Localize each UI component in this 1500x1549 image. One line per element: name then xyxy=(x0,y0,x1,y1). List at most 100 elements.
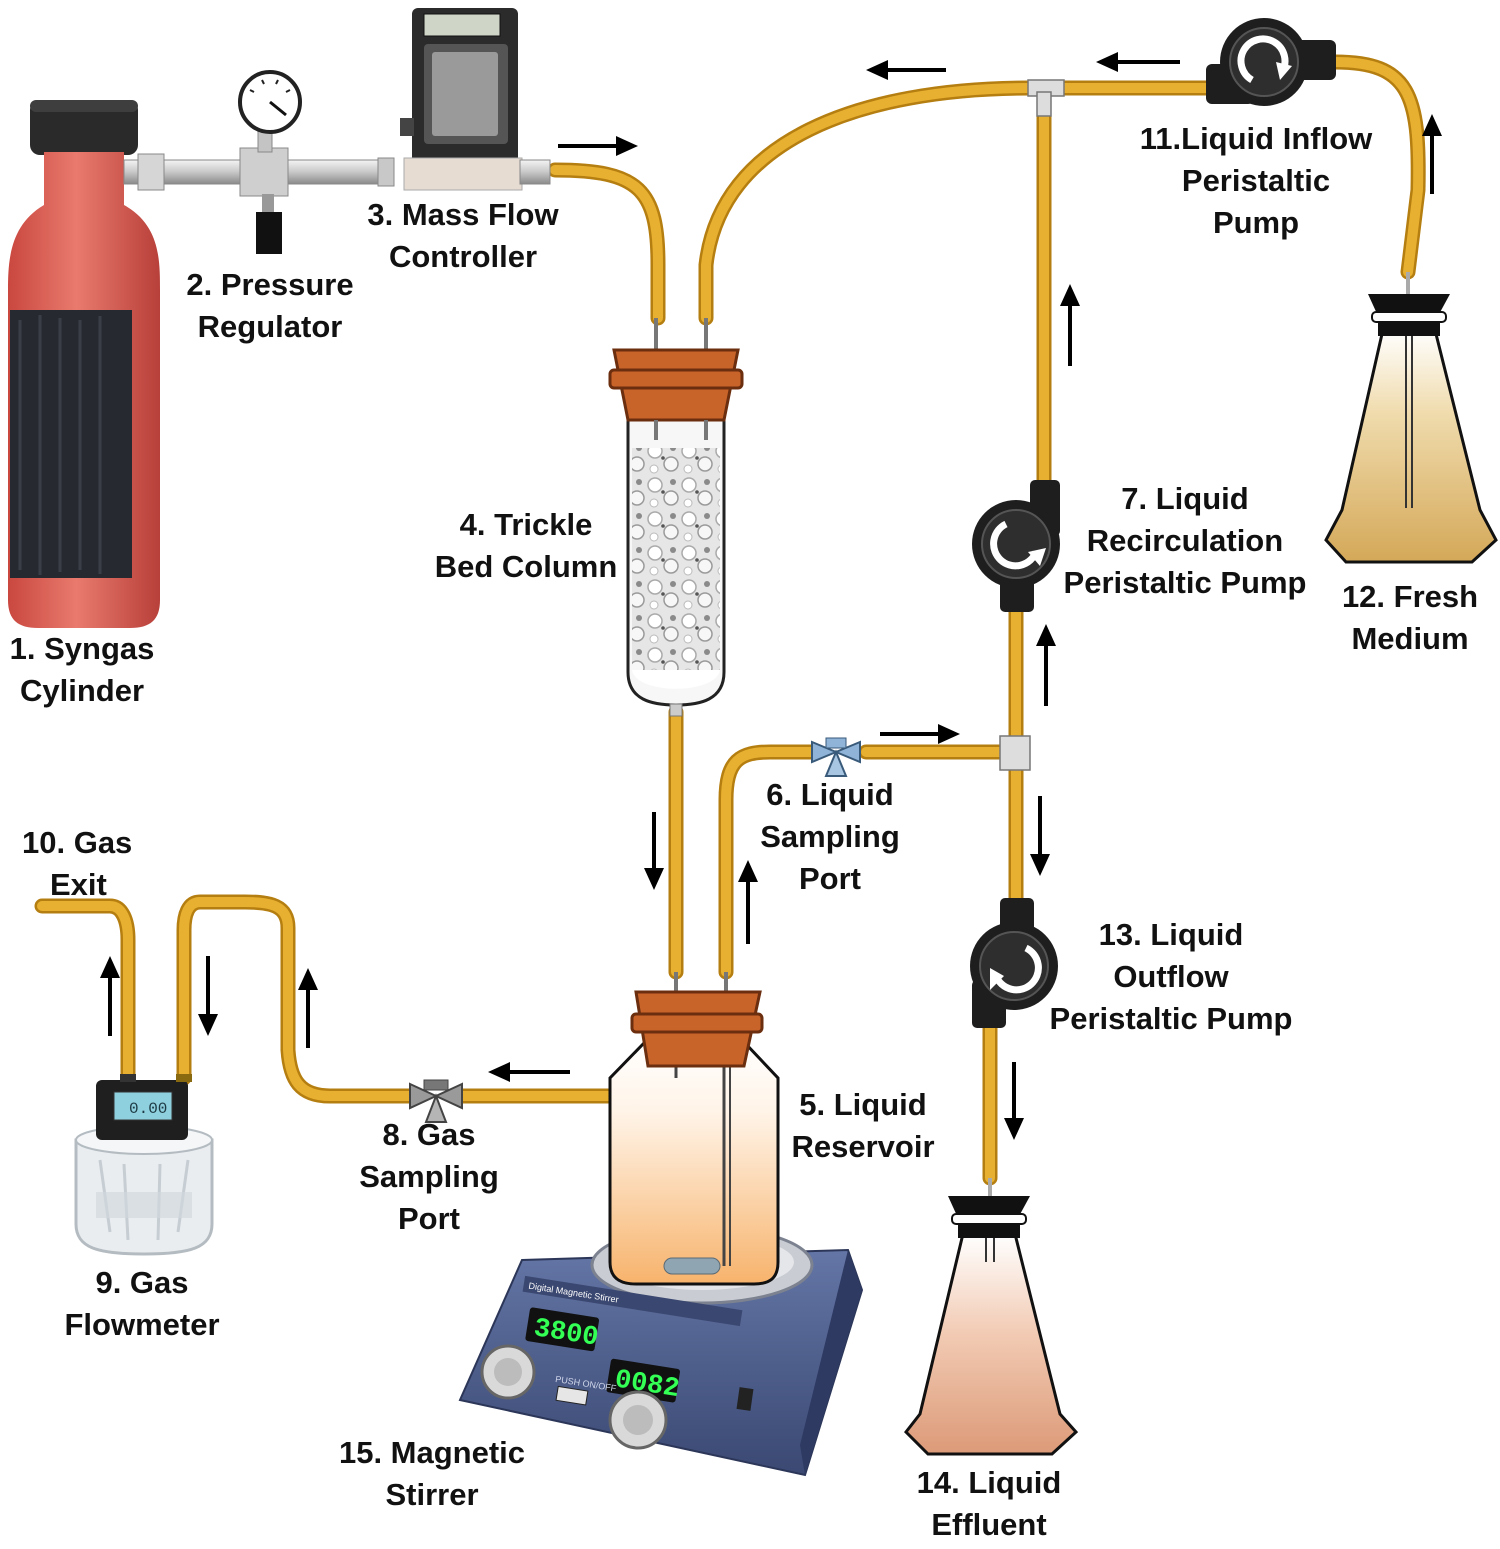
label-line: 10. Gas xyxy=(22,825,133,860)
label-trickle-bed-column: 4. Trickle Bed Column xyxy=(428,504,624,588)
liquid-outflow-pump xyxy=(970,898,1058,1028)
label-line: 14. Liquid xyxy=(916,1465,1062,1500)
liquid-recirculation-pump xyxy=(972,480,1060,612)
stirrer-control-panel: Digital Magnetic Stirrer 3800 0082 PUSH … xyxy=(522,1275,743,1406)
label-line: Bed Column xyxy=(434,549,618,584)
label-line: Peristaltic Pump xyxy=(1063,565,1307,600)
arrow-down-outflow xyxy=(1030,796,1050,876)
label-line: 1. Syngas xyxy=(9,631,155,666)
label-line: 3. Mass Flow xyxy=(367,197,559,232)
tubing-reservoir-to-sampling xyxy=(718,744,820,980)
label-line: 12. Fresh xyxy=(1341,579,1479,614)
column-packing xyxy=(632,448,720,670)
label-line: Effluent xyxy=(931,1507,1047,1542)
stir-bar xyxy=(663,1257,721,1275)
label-line: Exit xyxy=(50,867,107,902)
trickle-bed-column xyxy=(608,318,744,717)
tubing-gas-valve-to-flowmeter xyxy=(176,894,418,1104)
mass-flow-controller xyxy=(400,8,551,191)
cylinder-band xyxy=(10,310,132,578)
arrow-up-medium xyxy=(1422,114,1442,194)
tubing-column-to-tee xyxy=(698,80,1038,326)
label-mass-flow-controller: 3. Mass Flow Controller xyxy=(356,194,570,278)
tubing-mfc-to-column xyxy=(547,162,666,326)
label-line: Regulator xyxy=(197,309,343,344)
liquid-inflow-pump xyxy=(1206,18,1336,106)
syngas-cylinder xyxy=(8,100,160,628)
tubing-network xyxy=(34,54,1426,1186)
arrow-down-flowmeter-in xyxy=(198,956,218,1036)
arrow-down-effluent xyxy=(1004,1062,1024,1140)
regulator-knob xyxy=(256,212,282,254)
liquid-reservoir xyxy=(608,972,780,1286)
label-line: 15. Magnetic xyxy=(338,1435,526,1470)
tubing-inflow-pump-to-medium xyxy=(1327,54,1426,280)
label-liquid-reservoir: 5. Liquid Reservoir xyxy=(782,1084,944,1168)
arrow-right-mfc xyxy=(558,136,638,156)
flow-arrows xyxy=(100,52,1442,1140)
label-fresh-medium: 12. Fresh Medium xyxy=(1330,576,1490,660)
label-line: Cylinder xyxy=(19,673,145,708)
junction-tee-top-stem xyxy=(1036,91,1052,117)
label-gas-exit: 10. Gas Exit xyxy=(14,822,146,906)
pressure-regulator xyxy=(123,70,395,254)
label-pressure-regulator: 2. Pressure Regulator xyxy=(170,264,370,348)
cylinder-cap xyxy=(30,100,138,155)
label-line: Recirculation xyxy=(1086,523,1284,558)
mfc-display xyxy=(423,13,501,37)
label-magnetic-stirrer: 15. Magnetic Stirrer xyxy=(324,1432,540,1516)
label-line: Reservoir xyxy=(791,1129,935,1164)
arrow-left-inflow xyxy=(1096,52,1180,72)
flowmeter-display xyxy=(113,1091,173,1121)
label-line: 4. Trickle xyxy=(459,507,593,542)
arrow-right-sampling xyxy=(880,724,960,744)
inflow-pump-rotation-icon xyxy=(1237,35,1289,84)
liquid-sampling-valve[interactable] xyxy=(811,737,861,777)
arrow-up-recirc-upper xyxy=(1060,284,1080,366)
arrow-up-gas-exit xyxy=(100,956,120,1036)
label-line: Port xyxy=(398,1201,460,1236)
label-line: Sampling xyxy=(760,819,900,854)
reservoir-bottle xyxy=(608,1040,780,1286)
tubing-gas-exit xyxy=(34,898,136,1086)
arrow-up-reservoir xyxy=(738,860,758,944)
flowmeter-readout: 0.00 xyxy=(129,1100,167,1118)
label-liquid-sampling-port: 6. Liquid Sampling Port xyxy=(746,774,914,900)
label-line: Flowmeter xyxy=(64,1307,220,1342)
label-gas-flowmeter: 9. Gas Flowmeter xyxy=(52,1262,232,1346)
arrow-up-gas-line xyxy=(298,968,318,1048)
label-line: Port xyxy=(799,861,861,896)
label-line: 9. Gas xyxy=(95,1265,189,1300)
label-line: Controller xyxy=(388,239,538,274)
label-line: 5. Liquid xyxy=(799,1087,927,1122)
label-line: 7. Liquid xyxy=(1121,481,1249,516)
label-line: 11.Liquid Inflow xyxy=(1139,121,1373,156)
arrow-left-top xyxy=(866,60,946,80)
label-line: 13. Liquid xyxy=(1098,917,1244,952)
label-liquid-recirculation-pump: 7. Liquid Recirculation Peristaltic Pump xyxy=(1052,478,1318,604)
junction-tee-middle xyxy=(999,735,1031,771)
label-line: 6. Liquid xyxy=(766,777,894,812)
label-gas-sampling-port: 8. Gas Sampling Port xyxy=(348,1114,510,1240)
liquid-effluent-flask xyxy=(904,1178,1079,1456)
label-liquid-effluent: 14. Liquid Effluent xyxy=(900,1462,1078,1546)
label-line: Stirrer xyxy=(385,1477,479,1512)
label-syngas-cylinder: 1. Syngas Cylinder xyxy=(4,628,160,712)
arrow-down-column xyxy=(644,812,664,890)
mfc-base xyxy=(403,157,523,191)
label-line: 8. Gas xyxy=(382,1117,476,1152)
arrow-up-recirc-lower xyxy=(1036,624,1056,706)
gas-flowmeter: 0.00 xyxy=(74,1074,214,1256)
label-line: Medium xyxy=(1351,621,1469,656)
label-liquid-outflow-pump: 13. Liquid Outflow Peristaltic Pump xyxy=(1036,914,1306,1040)
label-liquid-inflow-pump: 11.Liquid Inflow Peristaltic Pump xyxy=(1120,118,1392,244)
label-line: Outflow xyxy=(1113,959,1229,994)
label-line: 2. Pressure xyxy=(186,267,354,302)
arrow-left-gas xyxy=(488,1062,570,1082)
recirc-pump-rotation-icon xyxy=(990,520,1040,570)
fresh-medium-flask xyxy=(1324,272,1498,564)
label-line: Sampling xyxy=(359,1159,499,1194)
gas-sampling-valve[interactable] xyxy=(409,1079,463,1123)
